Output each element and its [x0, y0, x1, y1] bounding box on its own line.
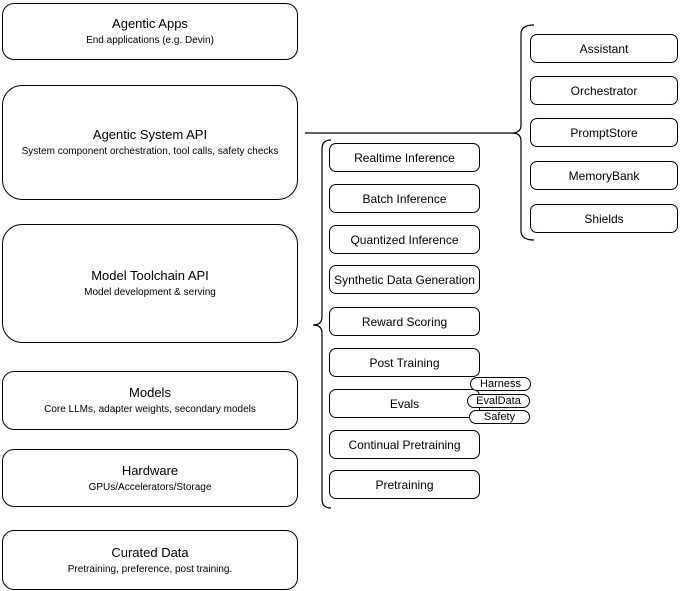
node-agentic-system-api: Agentic System API System component orch…	[2, 85, 298, 200]
node-title: Models	[129, 385, 171, 400]
node-pretraining: Pretraining	[329, 470, 480, 499]
node-orchestrator: Orchestrator	[530, 76, 678, 105]
node-post-training: Post Training	[329, 348, 480, 377]
node-subtitle: System component orchestration, tool cal…	[21, 146, 279, 157]
node-batch-inference: Batch Inference	[329, 184, 480, 213]
node-shields: Shields	[530, 204, 678, 233]
node-title: Curated Data	[111, 544, 189, 560]
node-assistant: Assistant	[530, 34, 678, 63]
badge-harness: Harness	[470, 377, 531, 391]
node-synthetic-data-generation: Synthetic Data Generation	[329, 265, 480, 294]
node-subtitle: Model development & serving	[84, 287, 216, 298]
node-curated-data: Curated Data Pretraining, preference, po…	[2, 530, 298, 590]
node-subtitle: End applications (e.g. Devin)	[86, 35, 214, 46]
node-continual-pretraining: Continual Pretraining	[329, 430, 480, 459]
node-promptstore: PromptStore	[530, 118, 678, 147]
node-title: Hardware	[121, 462, 179, 478]
badge-safety: Safety	[469, 410, 530, 424]
node-realtime-inference: Realtime Inference	[329, 143, 480, 172]
badge-evaldata: EvalData	[467, 394, 530, 408]
node-models: Models Core LLMs, adapter weights, secon…	[2, 371, 298, 430]
node-subtitle: Core LLMs, adapter weights, secondary mo…	[44, 404, 256, 415]
node-evals: Evals	[329, 389, 480, 418]
node-title: Agentic System API	[92, 127, 208, 142]
node-hardware: Hardware GPUs/Accelerators/Storage	[2, 449, 298, 507]
node-reward-scoring: Reward Scoring	[329, 307, 480, 336]
node-subtitle: GPUs/Accelerators/Storage	[88, 481, 212, 493]
node-title: Agentic Apps	[112, 16, 188, 31]
node-subtitle: Pretraining, preference, post training.	[67, 563, 233, 575]
node-model-toolchain-api: Model Toolchain API Model development & …	[2, 224, 298, 343]
node-quantized-inference: Quantized Inference	[329, 225, 480, 254]
node-title: Model Toolchain API	[91, 268, 209, 283]
node-agentic-apps: Agentic Apps End applications (e.g. Devi…	[2, 3, 298, 60]
node-memorybank: MemoryBank	[530, 161, 678, 190]
